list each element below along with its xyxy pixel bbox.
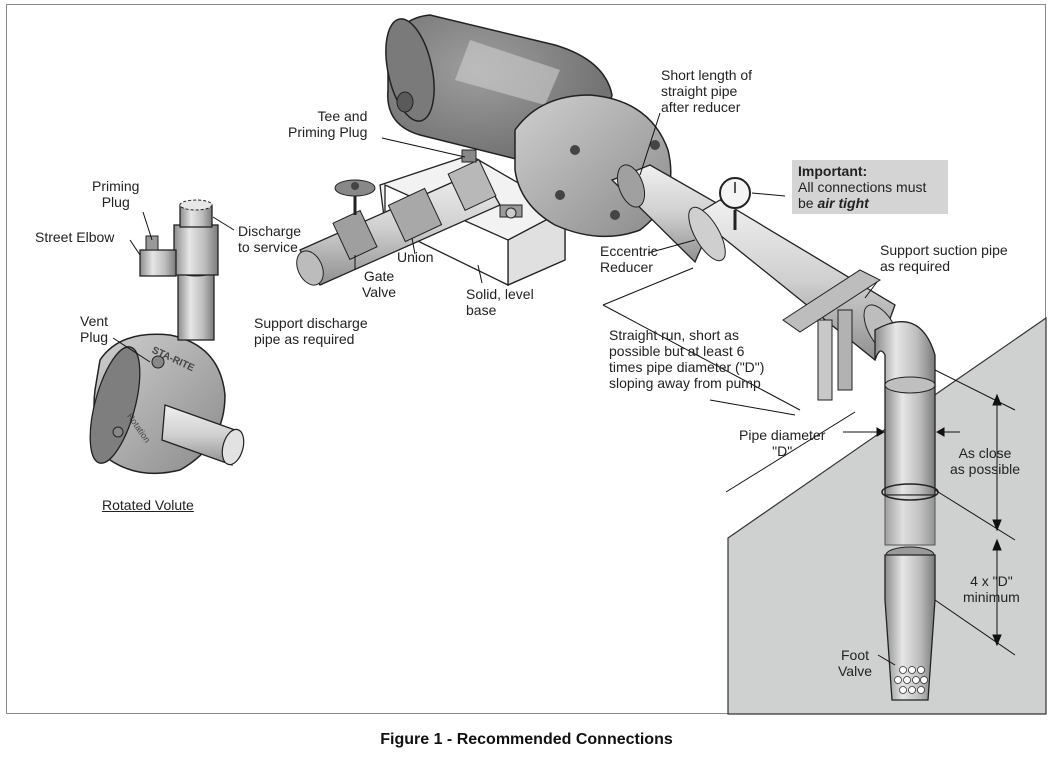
label-short-length: Short length of straight pipe after redu…	[661, 67, 753, 115]
label-straight-run: Straight run, short as possible but at l…	[609, 327, 765, 391]
label-foot-valve: Foot Valve	[838, 647, 872, 679]
rotated-volute-drawing	[89, 199, 245, 475]
label-support-suction: Support suction pipe as required	[880, 242, 1008, 274]
label-street-elbow: Street Elbow	[35, 229, 115, 245]
important-callout: Important: All connections must be air t…	[792, 160, 948, 214]
label-discharge-to-service: Discharge to service	[238, 223, 302, 255]
discharge-piping	[296, 149, 501, 286]
label-four-d-minimum: 4 x "D" minimum	[963, 573, 1020, 605]
label-gate-valve: Gate Valve	[362, 268, 396, 300]
label-support-discharge: Support discharge pipe as required	[254, 315, 368, 347]
label-as-close: As close as possible	[950, 445, 1021, 477]
label-solid-level-base: Solid, level base	[466, 286, 534, 318]
important-line1: All connections must	[798, 179, 927, 195]
label-union: Union	[397, 249, 434, 265]
important-emphasis: air tight	[817, 195, 869, 211]
label-tee-priming-plug: Tee and Priming Plug	[288, 108, 368, 140]
label-vent-plug: Vent Plug	[80, 313, 109, 345]
important-title: Important:	[798, 163, 868, 179]
label-rotated-volute: Rotated Volute	[102, 497, 194, 513]
label-priming-plug: Priming Plug	[92, 178, 140, 210]
leader-lines	[112, 112, 1016, 666]
label-eccentric-reducer: Eccentric Reducer	[600, 243, 658, 275]
label-pipe-diameter: Pipe diameter "D"	[739, 427, 826, 459]
suction-piping	[610, 164, 939, 701]
figure-caption: Figure 1 - Recommended Connections	[380, 731, 673, 748]
important-line2-prefix: be	[798, 195, 818, 211]
